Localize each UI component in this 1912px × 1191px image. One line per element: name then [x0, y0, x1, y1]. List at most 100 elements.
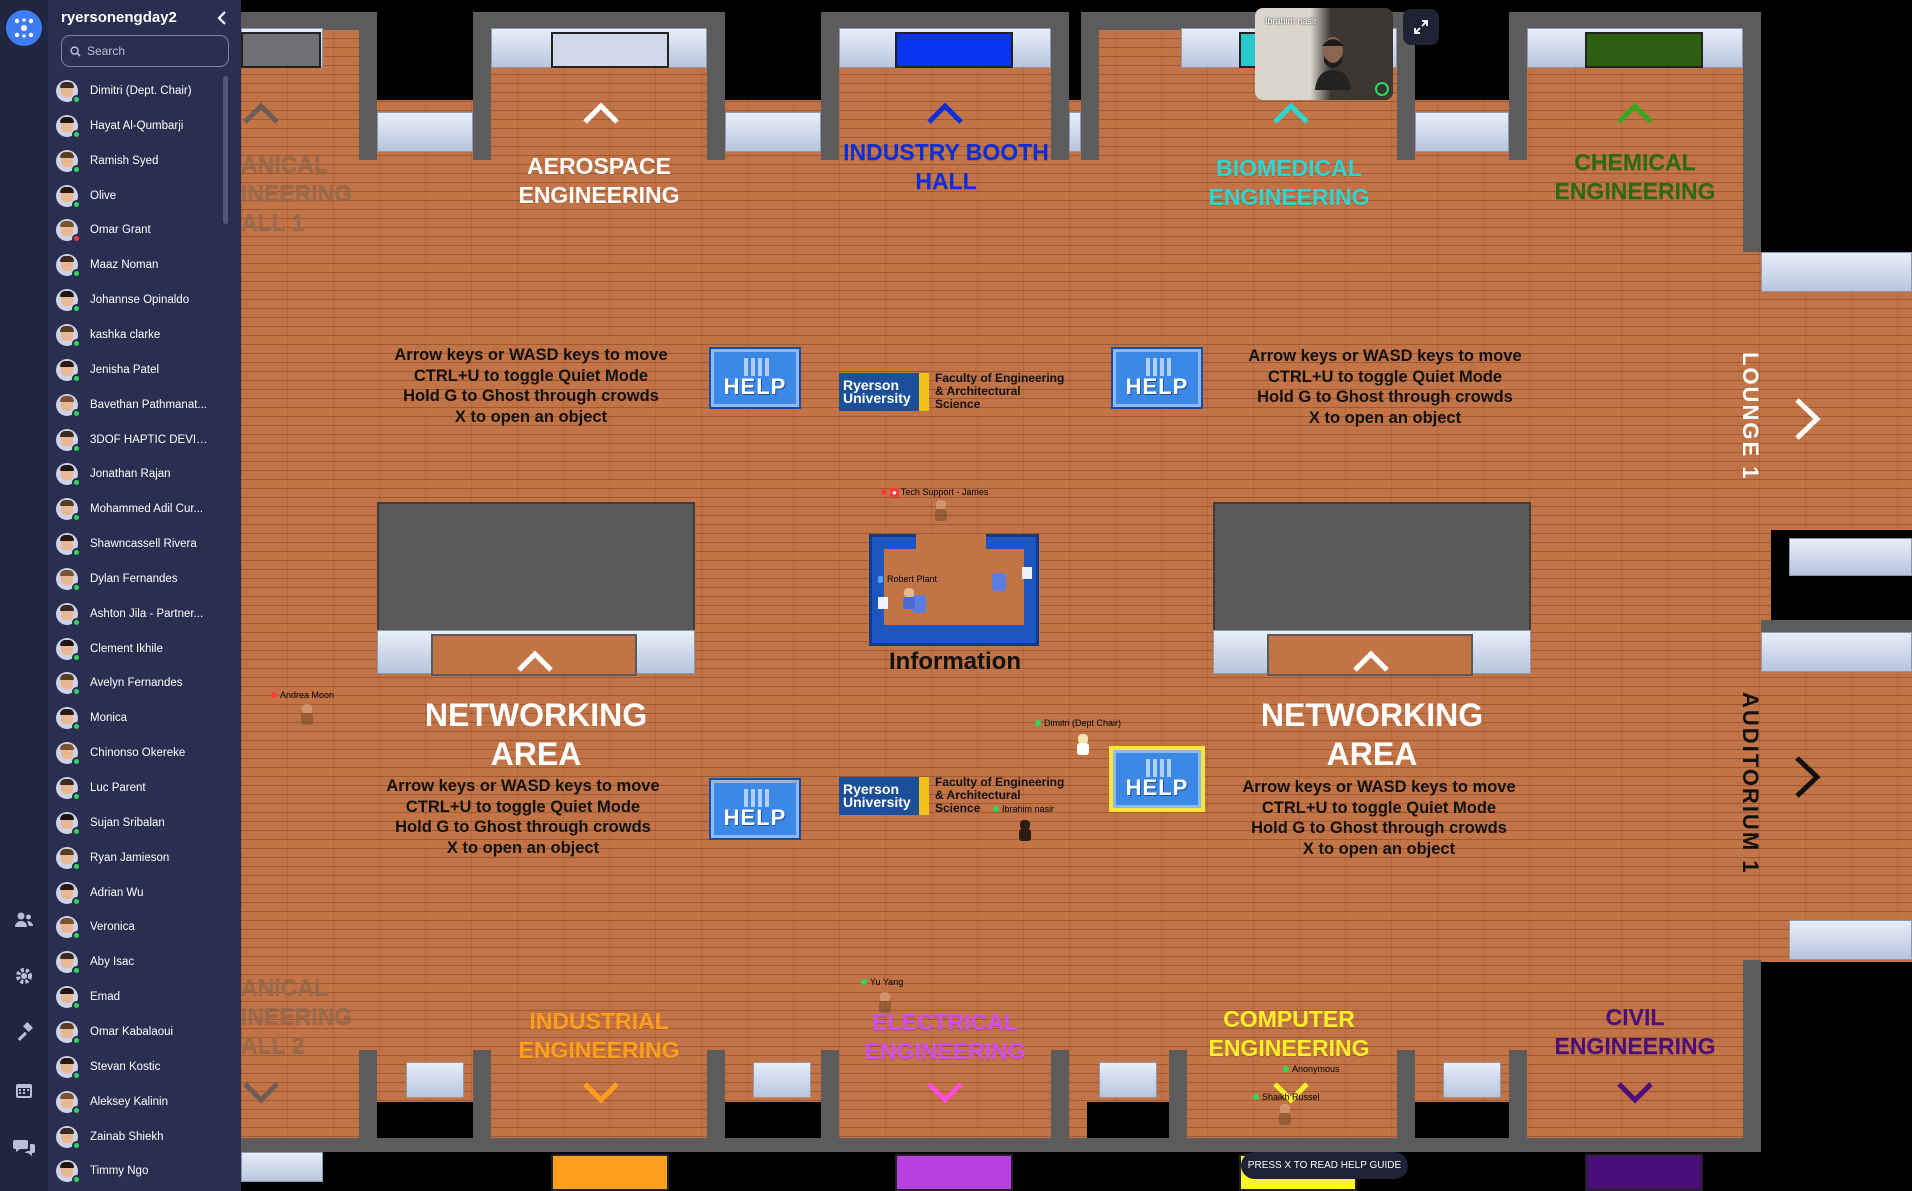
participant-item[interactable]: Jonathan Rajan — [56, 459, 231, 489]
player-name-tag[interactable]: Ibrahim nasir — [993, 804, 1054, 814]
help-guide-hint[interactable]: PRESS X TO READ HELP GUIDE — [1241, 1152, 1408, 1179]
chevron-down-icon[interactable] — [241, 1072, 281, 1112]
chevron-up-icon[interactable] — [515, 642, 555, 682]
expand-video-button[interactable] — [1403, 9, 1439, 45]
online-status-dot — [72, 1035, 81, 1045]
participant-item[interactable]: Clement Ikhile — [56, 634, 231, 664]
player-avatar[interactable] — [299, 704, 315, 726]
player-avatar[interactable] — [901, 588, 917, 610]
participant-item[interactable]: Dylan Fernandes — [56, 564, 231, 594]
chevron-up-icon[interactable] — [925, 94, 965, 134]
participant-item[interactable]: Luc Parent — [56, 773, 231, 803]
participant-item[interactable]: Monica — [56, 703, 231, 733]
build-hammer-icon[interactable] — [8, 1016, 40, 1048]
gather-logo-icon[interactable] — [6, 10, 42, 46]
participant-item[interactable]: Emad — [56, 982, 231, 1012]
player-name-tag[interactable]: ●Tech Support - James — [881, 487, 988, 497]
participant-item[interactable]: Hayat Al-Qumbarji — [56, 111, 231, 141]
wall-seg — [1397, 1050, 1415, 1140]
faculty-line: Science — [935, 801, 981, 815]
chevron-right-icon[interactable] — [1787, 752, 1827, 802]
help-board[interactable]: HELP — [1113, 349, 1201, 407]
participant-item[interactable]: Dimitri (Dept. Chair) — [56, 76, 231, 106]
participant-item[interactable]: Sujan Sribalan — [56, 808, 231, 838]
participant-item[interactable]: Avelyn Fernandes — [56, 668, 231, 698]
participant-item[interactable]: Johannse Opinaldo — [56, 285, 231, 315]
calendar-icon[interactable] — [8, 1074, 40, 1106]
chat-bubble-icon[interactable] — [8, 1131, 40, 1163]
participant-item[interactable]: Aby Isac — [56, 947, 231, 977]
chevron-down-icon[interactable] — [581, 1072, 621, 1112]
player-avatar[interactable] — [1017, 820, 1033, 842]
participant-item[interactable]: Ashton Jila - Partner... — [56, 599, 231, 629]
information-desk[interactable] — [869, 534, 1039, 646]
player-name-tag[interactable]: Anonymous — [1283, 1064, 1340, 1074]
help-board-label: HELP — [723, 805, 787, 830]
participant-item[interactable]: Chinonso Okereke — [56, 738, 231, 768]
chevron-up-icon[interactable] — [1271, 94, 1311, 134]
chevron-right-icon[interactable] — [1787, 394, 1827, 444]
player-name-tag[interactable]: Andrea Moon — [271, 690, 334, 700]
participant-item[interactable]: Timmy Ngo — [56, 1156, 231, 1186]
participant-item[interactable]: Maaz Noman — [56, 250, 231, 280]
participant-item[interactable]: 3DOF HAPTIC DEVICE — [56, 425, 231, 455]
player-name-tag[interactable]: Yu Yang — [861, 977, 903, 987]
wall-seg — [1509, 1050, 1527, 1140]
player-avatar[interactable] — [877, 992, 893, 1014]
participant-item[interactable]: Olive — [56, 181, 231, 211]
room-label-line: ALL 1 — [241, 209, 305, 235]
chevron-down-icon[interactable] — [1615, 1072, 1655, 1112]
help-board[interactable]: HELP — [711, 780, 799, 838]
player-avatar[interactable] — [933, 500, 949, 522]
participant-item[interactable]: Stevan Kostic — [56, 1052, 231, 1082]
player-avatar[interactable] — [1277, 1104, 1293, 1126]
participant-item[interactable]: kashka clarke — [56, 320, 231, 350]
participant-item[interactable]: Shawncassell Rivera — [56, 529, 231, 559]
participant-item[interactable]: Bavethan Pathmanat... — [56, 390, 231, 420]
player-name-tag[interactable]: Robert Plant — [878, 574, 937, 584]
participant-item[interactable]: Aleksey Kalinin — [56, 1087, 231, 1117]
help-board-highlighted[interactable]: HELP — [1113, 750, 1201, 808]
participant-item[interactable]: Ramish Syed — [56, 146, 231, 176]
settings-gear-icon[interactable] — [8, 960, 40, 992]
help-board-graphic — [744, 789, 770, 807]
search-input[interactable] — [87, 44, 227, 58]
participant-item[interactable]: Jenisha Patel — [56, 355, 231, 385]
participant-name: Avelyn Fernandes — [90, 677, 183, 690]
status-dot — [993, 806, 999, 812]
player-name: Shaikh Russel — [1262, 1092, 1320, 1102]
online-status-dot — [72, 234, 81, 244]
room-label-line: INDUSTRY BOOTH — [843, 139, 1049, 165]
participant-list-scrollbar[interactable] — [223, 76, 228, 224]
chevron-up-icon[interactable] — [1615, 94, 1655, 134]
participant-item[interactable]: Omar Kabalaoui — [56, 1017, 231, 1047]
help-board[interactable]: HELP — [711, 349, 799, 407]
collapse-sidebar-button[interactable] — [210, 6, 234, 30]
video-tile[interactable]: Ibrahim nasir — [1255, 8, 1393, 100]
avatar — [56, 114, 81, 139]
participant-item[interactable]: Ryan Jamieson — [56, 843, 231, 873]
participant-item[interactable]: Mohammed Adil Cur... — [56, 494, 231, 524]
player-name-tag[interactable]: Shaikh Russel — [1253, 1092, 1320, 1102]
chevron-up-icon[interactable] — [1351, 642, 1391, 682]
chevron-down-icon[interactable] — [1271, 1072, 1311, 1112]
chevron-up-icon[interactable] — [241, 94, 281, 134]
instruction-line: X to open an object — [1302, 839, 1456, 858]
player-name-tag[interactable]: Dimitri (Dept Chair) — [1035, 718, 1121, 728]
participants-icon[interactable] — [8, 904, 40, 936]
ledge — [377, 112, 473, 152]
participant-item[interactable]: Veronica — [56, 912, 231, 942]
participant-item[interactable]: Zainab Shiekh — [56, 1122, 231, 1152]
avatar — [56, 916, 81, 941]
chevron-down-icon[interactable] — [925, 1072, 965, 1112]
online-status-dot — [72, 548, 81, 558]
player-avatar[interactable] — [1075, 734, 1091, 756]
search-box[interactable] — [61, 35, 229, 67]
participant-item[interactable]: Adrian Wu — [56, 878, 231, 908]
participant-item[interactable]: Omar Grant — [56, 215, 231, 245]
chevron-up-icon[interactable] — [581, 94, 621, 134]
player-name: Dimitri (Dept Chair) — [1044, 718, 1122, 728]
online-status-dot — [72, 443, 81, 453]
online-status-dot — [72, 1140, 81, 1150]
